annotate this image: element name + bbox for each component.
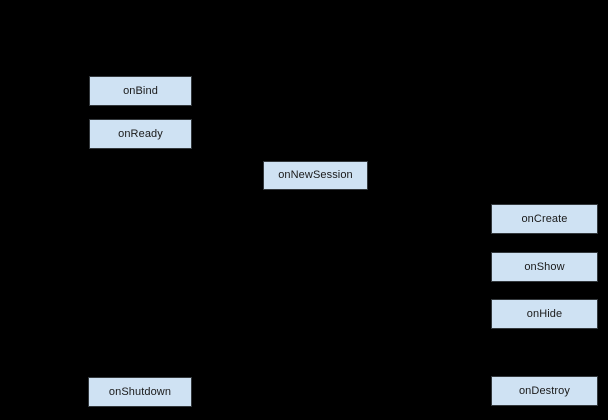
node-onshow: onShow	[491, 252, 598, 282]
node-onready: onReady	[89, 119, 192, 149]
node-onnewsession: onNewSession	[263, 161, 368, 190]
node-onready-label: onReady	[118, 127, 163, 140]
node-onshutdown-label: onShutdown	[108, 385, 172, 398]
node-ondestroy-label: onDestroy	[518, 384, 571, 397]
node-oncreate-label: onCreate	[521, 212, 568, 225]
node-onshutdown: onShutdown	[88, 377, 192, 407]
node-ondestroy: onDestroy	[491, 376, 598, 406]
node-onhide-label: onHide	[526, 307, 563, 320]
node-oncreate: onCreate	[491, 204, 598, 234]
node-onbind: onBind	[89, 76, 192, 106]
node-onbind-label: onBind	[123, 84, 158, 97]
node-onnewsession-label: onNewSession	[278, 169, 353, 181]
node-onhide: onHide	[491, 299, 598, 329]
node-onshow-label: onShow	[524, 260, 565, 273]
